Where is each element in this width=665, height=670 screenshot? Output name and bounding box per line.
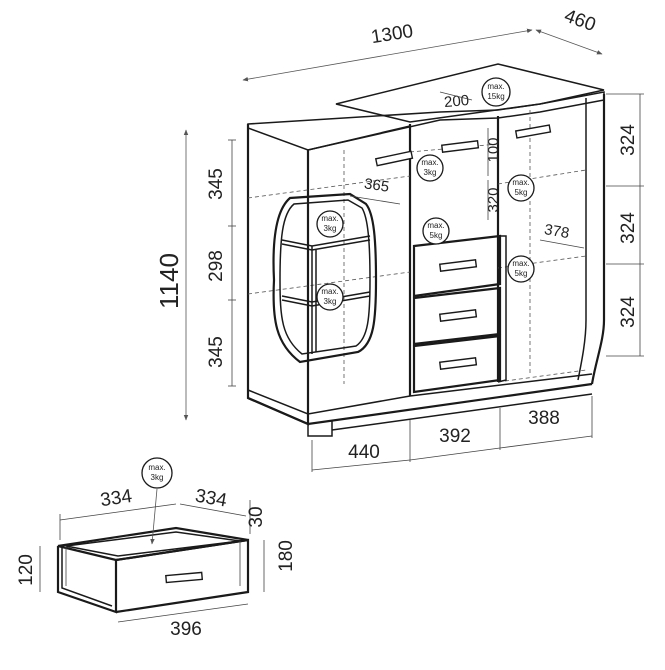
dim-height-label: 1140 — [154, 253, 184, 309]
handle-middle-top-icon — [440, 140, 480, 153]
svg-text:max.: max. — [487, 82, 504, 91]
weight-badge-left-upper-icon: max. 3kg — [316, 210, 344, 238]
dim-drawer-height-right: 180 — [276, 540, 297, 572]
weight-badge-top-icon: max. 15kg — [481, 77, 511, 107]
dim-right-shelf-depth: 378 — [543, 221, 571, 242]
dim-left-shelf-depth: 365 — [363, 175, 390, 195]
svg-text:3kg: 3kg — [151, 473, 164, 482]
dim-drawer-depth: 30 — [246, 506, 267, 527]
dim-top-inner-depth: 200 — [443, 92, 469, 111]
svg-text:max.: max. — [512, 259, 529, 268]
svg-text:15kg: 15kg — [487, 92, 504, 101]
handle-drawer-detail-icon — [165, 571, 204, 584]
dim-drawer-front-width: 396 — [170, 619, 202, 640]
dim-bottom-width-2: 392 — [439, 426, 471, 447]
dimension-width-line — [242, 28, 533, 82]
dim-right-height-3: 324 — [618, 296, 639, 328]
handle-right-door-icon — [514, 124, 552, 139]
weight-badge-left-lower-icon: max. 3kg — [316, 283, 344, 311]
handle-drawer-3-icon — [438, 357, 478, 370]
svg-text:3kg: 3kg — [324, 297, 337, 306]
dim-width-label: 1300 — [370, 21, 415, 48]
svg-text:max.: max. — [512, 178, 529, 187]
svg-text:max.: max. — [321, 287, 338, 296]
glass-door — [272, 192, 378, 364]
svg-text:3kg: 3kg — [424, 168, 437, 177]
dimension-depth-line — [535, 29, 603, 55]
dim-left-height-1: 345 — [206, 168, 227, 200]
svg-text:max.: max. — [321, 214, 338, 223]
svg-text:max.: max. — [421, 158, 438, 167]
dim-left-height-3: 345 — [206, 336, 227, 368]
dim-middle-depth-b: 320 — [485, 187, 502, 212]
svg-text:max.: max. — [427, 221, 444, 230]
bottom-width-ticks — [311, 396, 593, 472]
dim-bottom-width-1: 440 — [348, 442, 380, 463]
dim-right-height-1: 324 — [618, 124, 639, 156]
drawer-dimension-lines — [39, 500, 265, 623]
dim-left-height-2: 298 — [206, 250, 227, 282]
drawer-stack — [412, 234, 507, 394]
handle-drawer-2-icon — [438, 309, 478, 322]
svg-text:5kg: 5kg — [515, 188, 528, 197]
svg-text:max.: max. — [148, 463, 165, 472]
svg-text:5kg: 5kg — [430, 231, 443, 240]
handle-drawer-1-icon — [438, 259, 478, 272]
weight-badge-drawer-icon: max. 3kg — [141, 457, 173, 545]
svg-text:5kg: 5kg — [515, 269, 528, 278]
dim-drawer-width-left: 334 — [99, 486, 134, 511]
right-height-ticks — [606, 93, 644, 357]
weight-badge-right-lower-icon: max. 5kg — [507, 255, 535, 283]
dim-middle-depth-a: 100 — [485, 137, 502, 162]
svg-text:3kg: 3kg — [324, 224, 337, 233]
weight-badge-right-upper-icon: max. 5kg — [507, 174, 535, 202]
weight-badge-mid-upper-icon: max. 3kg — [416, 154, 444, 182]
cabinet-body — [246, 63, 606, 437]
dim-depth-label: 460 — [561, 6, 598, 37]
weight-badge-mid-lower-icon: max. 5kg — [422, 217, 450, 245]
dim-right-height-2: 324 — [618, 212, 639, 244]
handle-left-door-icon — [374, 150, 414, 167]
left-height-ticks — [228, 139, 236, 387]
dim-bottom-width-3: 388 — [528, 408, 560, 429]
dim-drawer-height-left: 120 — [16, 554, 37, 586]
drawer-detail — [56, 526, 250, 614]
